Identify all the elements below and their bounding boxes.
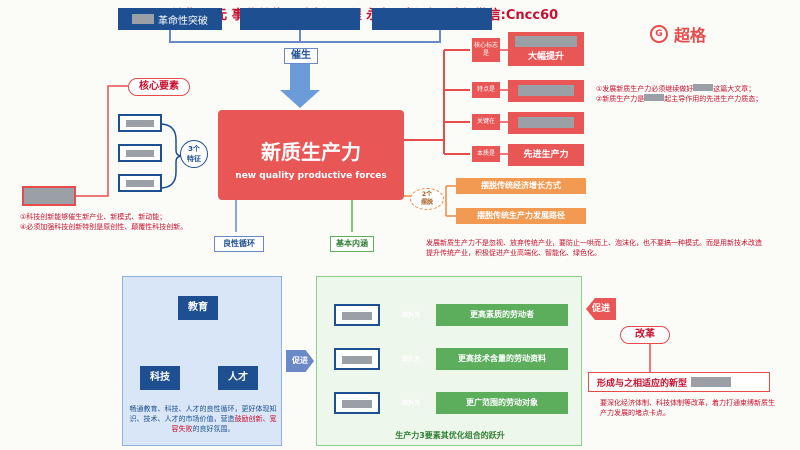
desc-highlight: 鼓励创新、宽容失败 [171, 415, 277, 433]
tag-feature: 特点是 [472, 82, 500, 98]
core-note-1: ①科技创新能够催生新产业、新模式、新动能； [20, 213, 167, 221]
catalyze-label: 催生 [284, 48, 318, 64]
result-boost: 大幅提升 [508, 32, 584, 66]
promote-arrow-left: 促进 [286, 350, 314, 372]
node-technology: 科技 [140, 366, 180, 390]
node-talent: 人才 [218, 366, 258, 390]
leap-label-2: 跃升为 [401, 356, 420, 363]
right-note-2a: ②新质生产力是 [596, 95, 645, 103]
mid-panel-footer: 生产力3要素其优化组合的跃升 [395, 431, 505, 440]
desc-part2: 的良好氛围。 [192, 425, 235, 433]
shakeoff-text: 摆脱 [420, 199, 433, 206]
result-feature [508, 80, 584, 102]
shakeoff-note: 发展新质生产力不是忽视、放弃传统产业，要防止一哄而上、泡沫化，也不要搞一种模式。… [426, 239, 762, 257]
right-notes: ①发展新质生产力必须继续做好 这篇大文章； ②新质生产力是 起主导作用的先进生产力质… [596, 84, 796, 104]
reform-tag: 改革 [620, 326, 670, 344]
right-note-1a: ①发展新质生产力必须继续做好 [596, 85, 694, 93]
redacted-core-box [22, 186, 76, 206]
leap-label-1: 跃升为 [401, 312, 420, 319]
top-box-2 [240, 8, 360, 30]
shakeoff-item-2: 摆脱传统生产力发展路径 [456, 208, 586, 224]
tag-core-sign: 核心标志是 [472, 38, 500, 62]
basic-connotation-tag: 基本内涵 [330, 236, 374, 252]
shakeoff-item-1: 摆脱传统经济增长方式 [456, 178, 586, 194]
core-notes: ①科技创新能够催生新产业、新模式、新动能； ④必须加强科技创新特别是原创性、颠覆… [20, 212, 240, 232]
badge-text: 特征 [187, 155, 201, 163]
core-note-2: ④必须加强科技创新特别是原创性、颠覆性科技创新。 [20, 223, 188, 231]
feature-box-1 [118, 114, 162, 132]
virtuous-cycle-tag: 良性循环 [214, 236, 264, 252]
result-boost-label: 大幅提升 [527, 52, 564, 62]
top-box-revolution: 革命性突破 [118, 8, 222, 30]
result-labor: 更高素质的劳动者 [436, 304, 568, 326]
result-objects: 更广范围的劳动对象 [436, 392, 568, 414]
right-note-1b: 这篇大文章； [713, 85, 756, 93]
brand-name: 超格 [674, 26, 707, 45]
shakeoff-num: 2个 [421, 191, 433, 198]
node-education: 教育 [178, 296, 218, 320]
three-features-badge: 3个 特征 [180, 140, 208, 168]
new-relations-banner: 形成与之相适应的新型 [588, 372, 770, 392]
leap-label-3: 跃升为 [401, 400, 420, 407]
feature-box-3 [118, 174, 162, 192]
promote-arrow-right: 促进 [586, 298, 616, 320]
feature-box-2 [118, 144, 162, 162]
right-note-2b: 起主导作用的先进生产力质态； [664, 95, 763, 103]
tag-essence: 本质是 [472, 146, 500, 162]
element-box-1 [334, 304, 380, 326]
tag-key: 关键在 [472, 114, 500, 130]
redacted-block [691, 377, 732, 387]
center-title: 新质生产力 [261, 140, 361, 164]
result-key [508, 112, 584, 134]
center-subtitle: new quality productive forces [235, 171, 387, 181]
redacted-block [132, 14, 154, 24]
top-box-label: 革命性突破 [158, 15, 208, 27]
core-elements-tag: 核心要素 [128, 78, 190, 96]
two-shakeoff-badge: 2个 摆脱 [410, 188, 444, 210]
element-box-2 [334, 348, 380, 370]
element-box-3 [334, 392, 380, 414]
top-box-3 [372, 8, 492, 30]
result-essence: 先进生产力 [508, 144, 584, 166]
banner-label: 形成与之相适应的新型 [597, 378, 688, 389]
reform-note: 要深化经济体制、科技体制等改革，着力打通束缚新质生产力发展的堵点卡点。 [600, 399, 775, 417]
center-box: 新质生产力 new quality productive forces [218, 110, 404, 200]
virtuous-cycle-desc: 畅通教育、科技、人才的良性循环，更好体现知识、技术、人才的市场价值，营造鼓励创新… [128, 404, 278, 434]
desc-part1: 畅通教育、科技、人才的良性循环，更好体现知识、技术、人才的市场价值，营造 [129, 405, 277, 423]
result-tools: 更高技术含量的劳动资料 [436, 348, 568, 370]
badge-num: 3个 [188, 145, 200, 153]
brand-logo: G 超格 [650, 24, 770, 45]
brand-logo-icon: G [650, 25, 668, 43]
